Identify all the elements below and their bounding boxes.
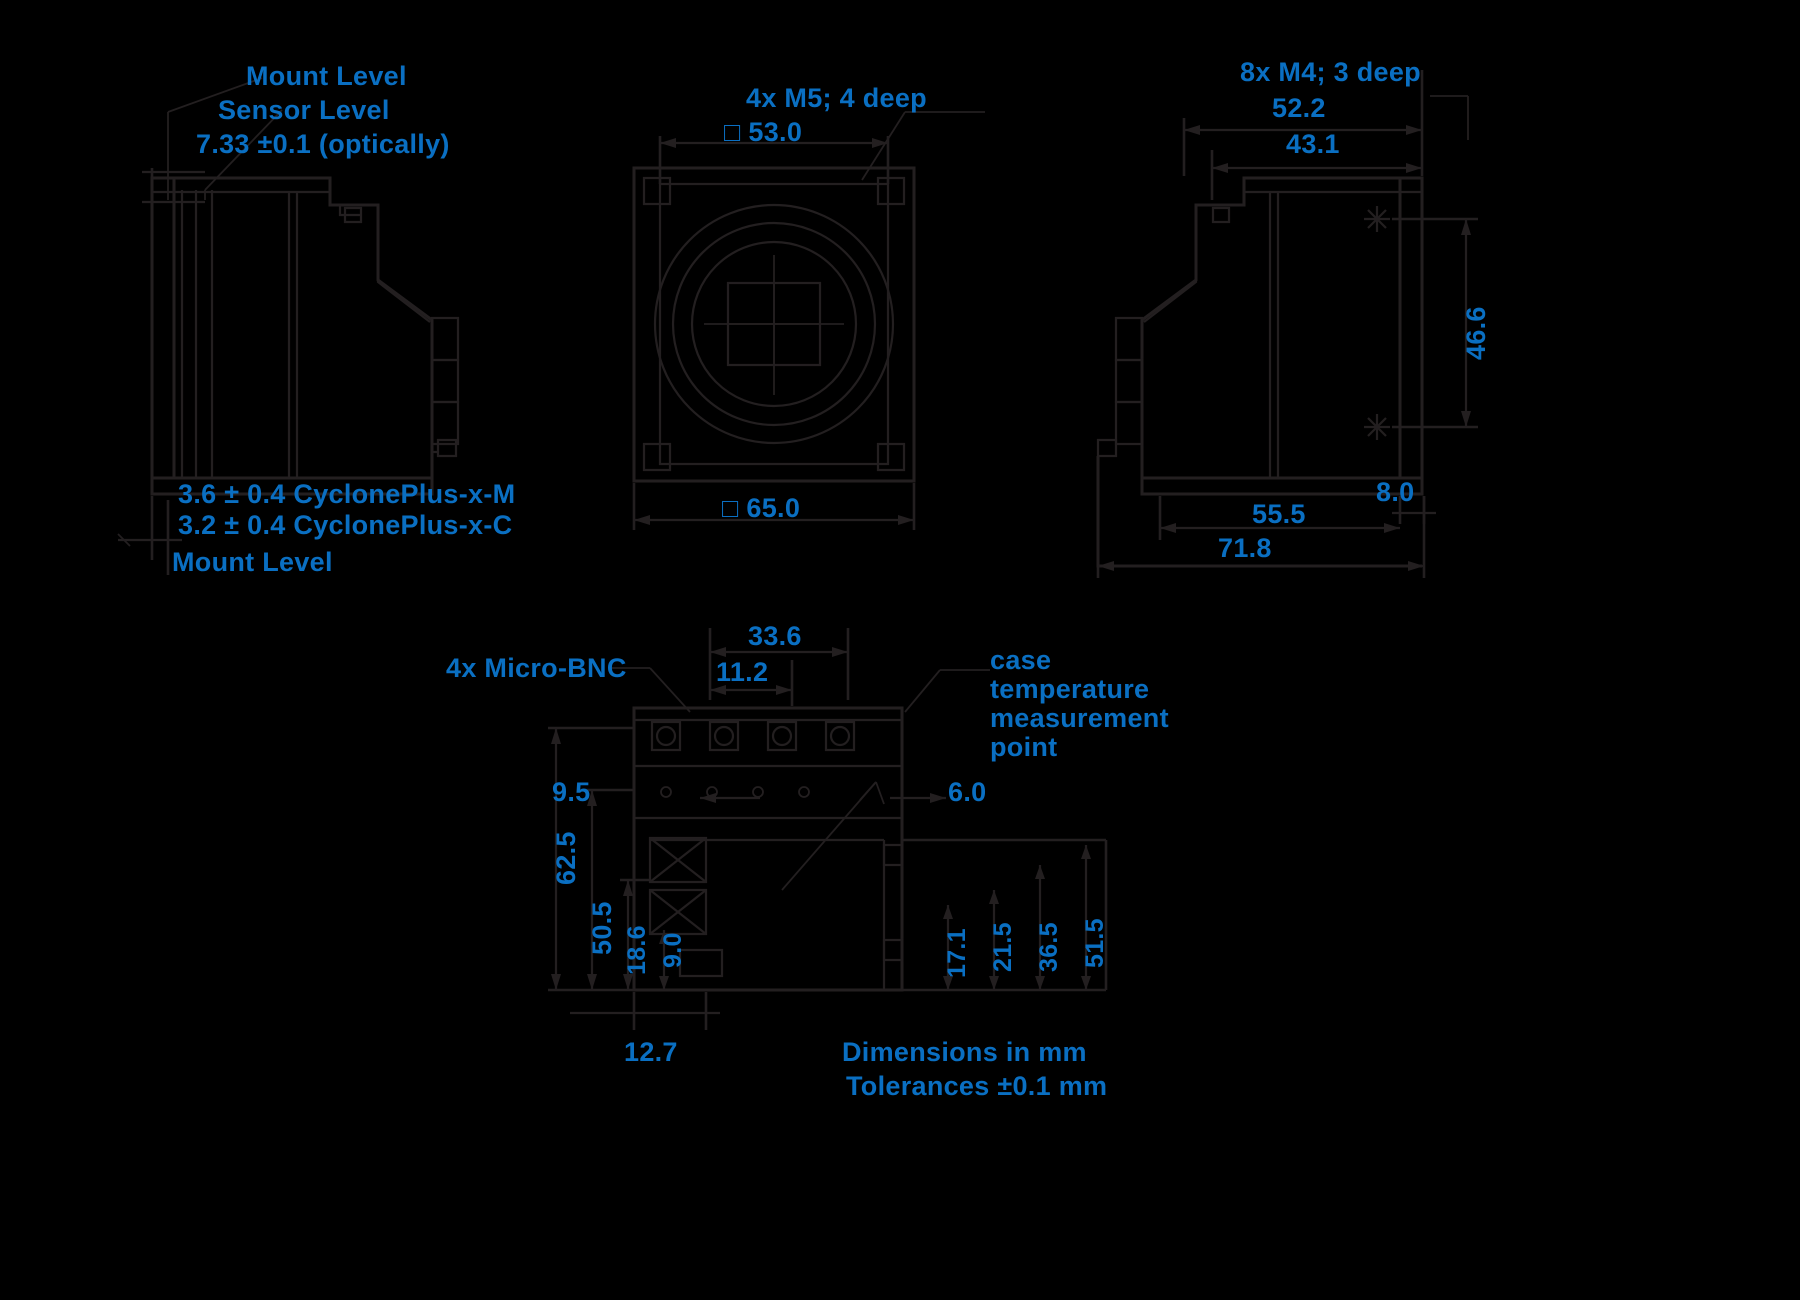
footer-tolerances-note: Tolerances ±0.1 mm: [846, 1071, 1108, 1101]
label-right-8-0: 8.0: [1376, 477, 1415, 507]
label-rear-51-5: 51.5: [1081, 918, 1109, 968]
temp-point-line2: temperature: [990, 674, 1150, 705]
temp-point-line4: point: [990, 732, 1058, 763]
label-rear-9-0: 9.0: [659, 932, 687, 968]
label-rear-33-6: 33.6: [748, 621, 802, 651]
front-view-geometry: [632, 111, 985, 530]
temp-point-line3: measurement: [990, 703, 1169, 734]
label-variant-c: 3.2 ± 0.4 CyclonePlus-x-C: [178, 510, 513, 540]
temp-point-line1: case: [990, 645, 1052, 675]
label-mount-level-top: Mount Level: [246, 61, 407, 91]
label-sensor-level: Sensor Level: [218, 95, 390, 125]
label-rear-62-5: 62.5: [551, 831, 581, 885]
label-rear-11-2: 11.2: [716, 657, 769, 687]
label-front-square-inner: □ 53.0: [724, 117, 803, 147]
label-rear-50-5: 50.5: [587, 901, 617, 955]
label-variant-m: 3.6 ± 0.4 CyclonePlus-x-M: [178, 479, 516, 509]
label-rear-6-0: 6.0: [948, 777, 987, 807]
label-right-71-8: 71.8: [1218, 533, 1272, 563]
label-right-52-2: 52.2: [1272, 93, 1326, 123]
label-rear-temp-point: case temperature measurement point: [990, 645, 1169, 763]
label-rear-36-5: 36.5: [1035, 922, 1063, 972]
footer-dimensions-note: Dimensions in mm: [842, 1037, 1087, 1067]
label-rear-18-6: 18.6: [623, 925, 651, 975]
label-mount-level-bottom: Mount Level: [172, 547, 333, 577]
label-front-threads: 4x M5; 4 deep: [746, 83, 927, 113]
label-rear-21-5: 21.5: [989, 922, 1017, 972]
side-right-view-geometry: [1096, 70, 1478, 578]
label-optical-distance: 7.33 ±0.1 (optically): [196, 129, 450, 159]
label-right-43-1: 43.1: [1286, 129, 1340, 159]
label-rear-connectors: 4x Micro-BNC: [446, 653, 627, 683]
label-rear-12-7: 12.7: [624, 1037, 678, 1067]
label-right-46-6: 46.6: [1461, 306, 1491, 360]
side-left-view-geometry: [117, 77, 460, 575]
label-front-square-outer: □ 65.0: [722, 493, 801, 523]
label-right-threads: 8x M4; 3 deep: [1240, 57, 1421, 87]
label-right-55-5: 55.5: [1252, 499, 1306, 529]
label-rear-9-5: 9.5: [552, 777, 591, 807]
label-rear-17-1: 17.1: [943, 928, 971, 978]
rear-view-geometry: [548, 628, 1108, 1030]
